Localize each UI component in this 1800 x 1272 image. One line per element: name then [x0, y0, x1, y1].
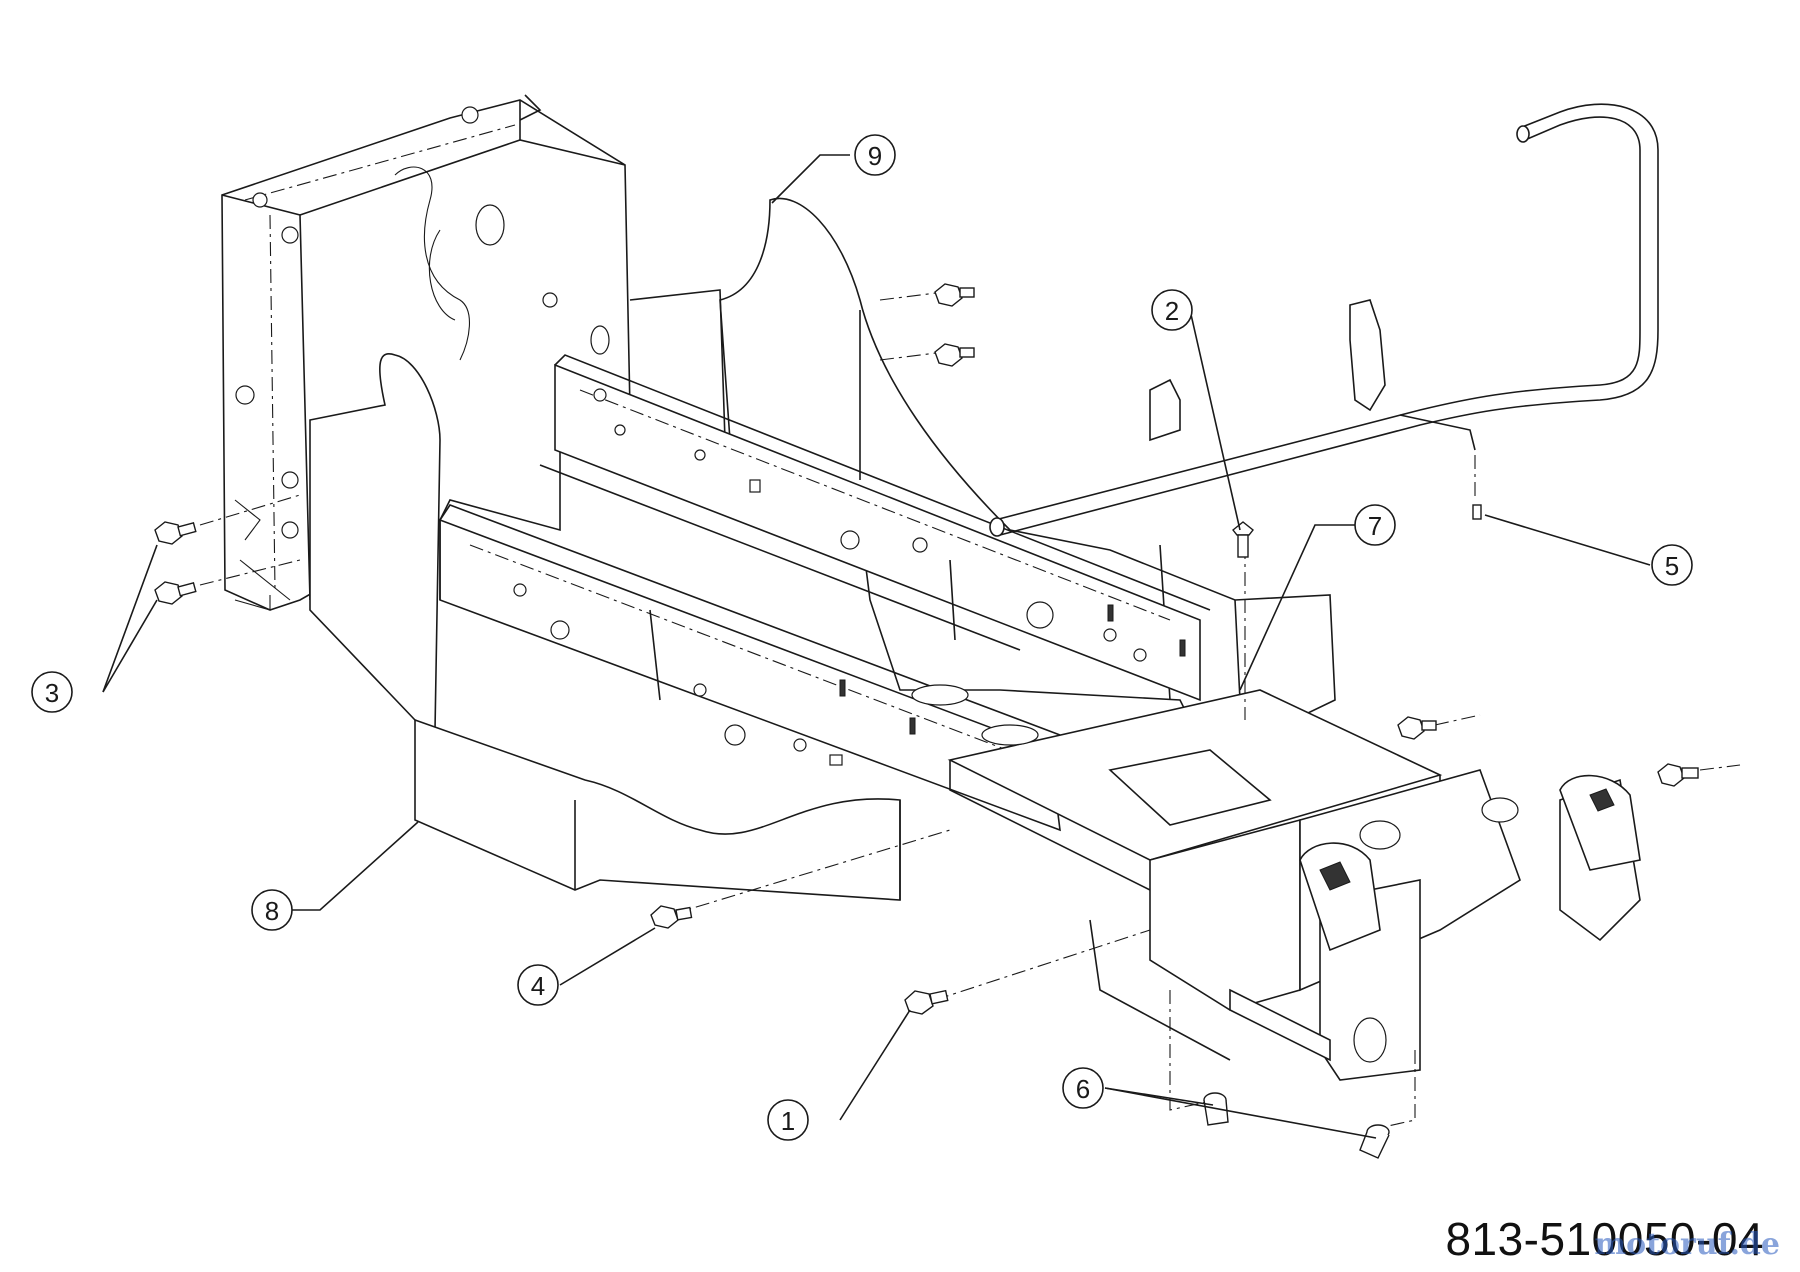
bolt-right-a	[1397, 716, 1437, 740]
leader-2	[1189, 309, 1241, 531]
callout-7: 7	[1354, 504, 1396, 546]
callout-5-label: 5	[1665, 551, 1679, 581]
side-shield-left	[309, 353, 901, 901]
bolt-shield-lower	[934, 343, 975, 367]
leader-7	[1239, 524, 1355, 691]
leader-6b	[1104, 1087, 1377, 1139]
callout-3: 3	[31, 671, 73, 713]
pin-5	[1472, 504, 1482, 520]
leader-9	[771, 154, 850, 204]
callout-4: 4	[517, 964, 559, 1006]
leader-5	[1484, 514, 1651, 566]
callout-2: 2	[1151, 289, 1193, 331]
callout-6: 6	[1062, 1067, 1104, 1109]
bushing-6b	[1359, 1124, 1390, 1159]
callout-9: 9	[854, 134, 896, 176]
frame-rails	[439, 354, 1211, 832]
bolt-right-b	[1657, 763, 1699, 787]
leader-8	[290, 821, 419, 911]
callout-2-label: 2	[1165, 296, 1179, 326]
leader-3b	[102, 599, 158, 693]
leader-1	[839, 1009, 911, 1121]
callout-4-label: 4	[531, 971, 545, 1001]
callout-1-label: 1	[781, 1106, 795, 1136]
callout-9-label: 9	[868, 141, 882, 171]
stud-d	[909, 717, 916, 735]
callout-7-label: 7	[1368, 511, 1382, 541]
stud-a	[1107, 604, 1114, 622]
front-axle-plate	[911, 684, 1641, 1081]
leader-lines	[102, 154, 1651, 1139]
callout-1: 1	[767, 1099, 809, 1141]
stud-b	[1179, 639, 1186, 657]
leader-4	[559, 927, 656, 986]
stud-c	[839, 679, 846, 697]
callout-5: 5	[1651, 544, 1693, 586]
bolt-3a	[154, 521, 197, 545]
fasteners	[154, 283, 1699, 1159]
bushing-6a	[1203, 1092, 1229, 1126]
callout-8-label: 8	[265, 896, 279, 926]
callout-8: 8	[251, 889, 293, 931]
bolt-4	[650, 905, 693, 929]
bolt-shield-upper	[934, 283, 975, 307]
lift-rod	[989, 103, 1659, 537]
leader-3a	[102, 544, 158, 693]
bolt-3b	[154, 581, 197, 605]
screw-2	[1232, 521, 1254, 558]
bolt-1	[904, 989, 949, 1015]
drawing-number: 813-510050-04	[1445, 1213, 1764, 1265]
callout-6-label: 6	[1076, 1074, 1090, 1104]
callout-3-label: 3	[45, 678, 59, 708]
